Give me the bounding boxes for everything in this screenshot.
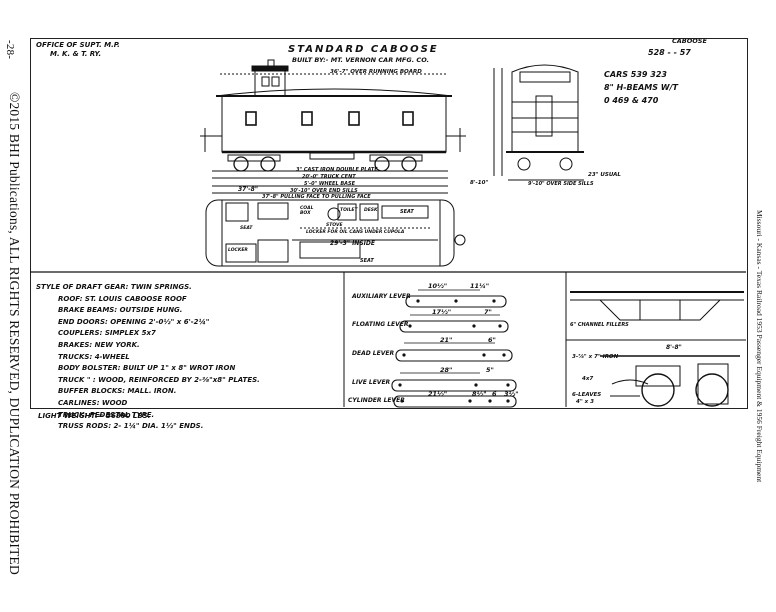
lever-label-cylinder: CYLINDER LEVER bbox=[348, 397, 405, 404]
floor-desk: DESK bbox=[364, 208, 378, 213]
drawing-title: STANDARD CABOOSE bbox=[288, 44, 439, 55]
lever-dim: 8½" bbox=[472, 390, 487, 398]
dim-right: 8'-10" bbox=[470, 180, 489, 186]
lever-label-dead: DEAD LEVER bbox=[352, 350, 395, 357]
lever-dim: 6 bbox=[492, 390, 497, 398]
truck-detail bbox=[600, 355, 740, 407]
dim-left: 37'-8" bbox=[238, 186, 258, 193]
floor-seat-1: SEAT bbox=[400, 209, 414, 215]
detail-top-dim: 8'-8" bbox=[666, 344, 682, 351]
floor-locker: LOCKER bbox=[228, 248, 248, 253]
levers bbox=[391, 289, 517, 408]
floor-toilet: TOILET bbox=[340, 208, 358, 213]
office-line-1: OFFICE OF SUPT. M.P. bbox=[36, 41, 120, 49]
dim-pulling-face: 37'-8" PULLING FACE TO PULLING FACE bbox=[262, 194, 371, 200]
lever-dim: 5" bbox=[486, 366, 494, 374]
dim-usual: 23" USUAL bbox=[588, 172, 621, 178]
spec-item: COUPLERS: SIMPLEX 5x7 bbox=[58, 329, 156, 338]
lever-dim: 7" bbox=[484, 308, 492, 316]
spec-item: END DOORS: OPENING 2'-0½" x 6'-2¼" bbox=[58, 317, 210, 326]
floor-seat-3: SEAT bbox=[360, 258, 374, 264]
floor-seat-2: SEAT bbox=[240, 226, 253, 231]
spec-item: BUFFER BLOCKS: MALL. IRON. bbox=[58, 387, 177, 396]
series-range: 528 - - 57 bbox=[648, 48, 691, 57]
spec-item: STYLE OF DRAFT GEAR: TWIN SPRINGS. bbox=[36, 283, 192, 291]
spec-item: CARLINES: WOOD bbox=[58, 398, 128, 407]
lever-dim: 17½" bbox=[432, 308, 452, 316]
light-weight: LIGHT WEIGHT:= 36800 LBS. bbox=[38, 412, 151, 420]
office-line-2: M. K. & T. RY. bbox=[50, 50, 102, 58]
dim-wheel-base: 5'-0" WHEEL BASE bbox=[304, 181, 356, 187]
side-elevation bbox=[200, 59, 466, 194]
lever-dim: 6" bbox=[488, 336, 496, 344]
end-elevation bbox=[493, 64, 584, 181]
note-line-2: 8" H-BEAMS W/T bbox=[604, 83, 678, 92]
floor-inside: 29'-3" INSIDE bbox=[330, 240, 375, 247]
spec-item: ROOF: ST. LOUIS CABOOSE ROOF bbox=[58, 294, 187, 303]
floor-locker-note: LOCKER FOR OIL CANS UNDER CUPOLA bbox=[306, 230, 405, 235]
lever-dim: 10½" bbox=[428, 282, 448, 290]
lever-label-auxiliary: AUXILIARY LEVER bbox=[352, 293, 411, 300]
lever-label-live: LIVE LEVER bbox=[352, 379, 391, 386]
spec-item: TRUCK: PEDESTAL TYPE. bbox=[58, 410, 155, 419]
spec-item: TRUCKS: 4-WHEEL bbox=[58, 352, 130, 361]
lever-dim: 28" bbox=[440, 366, 453, 374]
dim-end-sills: 30'-10" OVER END SILLS bbox=[290, 188, 358, 194]
underframe-detail bbox=[570, 291, 744, 321]
spec-list: STYLE OF DRAFT GEAR: TWIN SPRINGS. ROOF:… bbox=[36, 282, 260, 433]
lever-label-floating: FLOATING LEVER bbox=[352, 321, 409, 328]
spec-item: BODY BOLSTER: BUILT UP 1" x 8" WROT IRON bbox=[58, 364, 236, 373]
builder-line: BUILT BY:- MT. VERNON CAR MFG. CO. bbox=[292, 56, 430, 64]
lever-dim: 21" bbox=[440, 336, 453, 344]
detail-leaf-size: 4" x 3 bbox=[576, 399, 594, 405]
note-line-1: CARS 539 323 bbox=[604, 70, 667, 79]
detail-leaves: 6-LEAVES bbox=[572, 392, 602, 398]
caboose-tag: CABOOSE bbox=[672, 37, 707, 45]
note-line-3: 0 469 & 470 bbox=[604, 96, 659, 105]
floor-coal-box: COAL BOX bbox=[300, 206, 314, 216]
spec-item: BRAKE BEAMS: OUTSIDE HUNG. bbox=[58, 306, 183, 315]
detail-bolster: 4x7 bbox=[582, 376, 594, 382]
spec-item: BRAKES: NEW YORK. bbox=[58, 340, 140, 349]
drawing-sheet bbox=[30, 38, 748, 409]
spec-item: TRUSS RODS: 2- 1¼" DIA. 1½" ENDS. bbox=[58, 422, 204, 431]
detail-channel-fillers: 6" CHANNEL FILLERS bbox=[570, 322, 629, 328]
floor-stove: STOVE bbox=[326, 223, 343, 228]
lever-dim: 21½" bbox=[428, 390, 448, 398]
dim-over-side: 9'-10" OVER SIDE SILLS bbox=[528, 181, 594, 187]
lever-dim: 11¼" bbox=[470, 282, 490, 290]
handwritten-note: CARS 539 323 8" H-BEAMS W/T 0 469 & 470 bbox=[604, 68, 678, 107]
lever-dim: 3½" bbox=[504, 390, 519, 398]
dim-cast-iron: 3" CAST IRON DOUBLE PLATE bbox=[296, 167, 378, 173]
dim-running-board: 36'-7" OVER RUNNING BOARD bbox=[330, 69, 422, 75]
dim-truck-cent: 20'-0" TRUCK CENT bbox=[302, 174, 356, 180]
detail-iron: 3-⅞" x 7" IRON bbox=[572, 354, 619, 360]
floor-plan bbox=[205, 199, 466, 267]
office-block: OFFICE OF SUPT. M.P. M. K. & T. RY. bbox=[36, 41, 120, 59]
spec-item: TRUCK " : WOOD, REINFORCED BY 2-⅜"x8" PL… bbox=[58, 375, 260, 384]
